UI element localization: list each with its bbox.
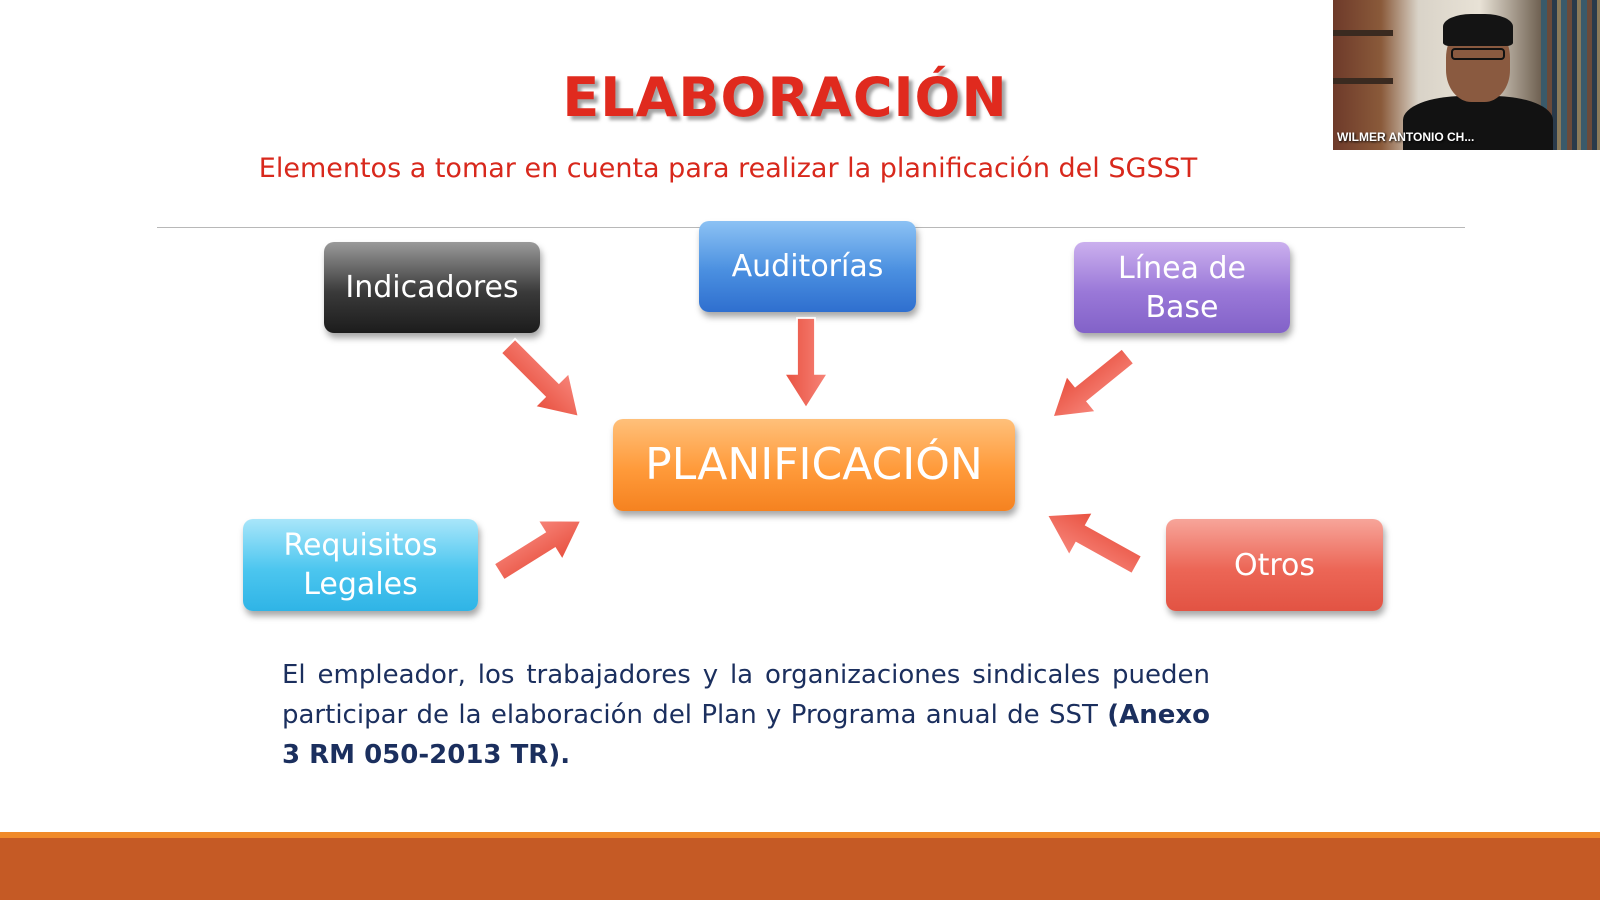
- node-planificacion: PLANIFICACIÓN: [613, 419, 1015, 511]
- node-requisitos-line1: Requisitos: [283, 528, 438, 563]
- body-text: El empleador, los trabajadores y la orga…: [282, 660, 1210, 730]
- bottom-accent-bar: [0, 832, 1600, 900]
- slide-title: ELABORACIÓN: [562, 66, 1008, 129]
- webcam-thumbnail[interactable]: WILMER ANTONIO CH...: [1333, 0, 1600, 150]
- body-paragraph: El empleador, los trabajadores y la orga…: [282, 655, 1210, 775]
- webcam-glasses: [1451, 48, 1505, 60]
- node-linea-base-line1: Línea de: [1118, 250, 1246, 286]
- body-reference: (Anexo 3 RM 050-2013 TR).: [282, 700, 1211, 770]
- node-requisitos-legales: Requisitos Legales: [243, 519, 478, 611]
- arrow-otros: [1033, 492, 1151, 588]
- arrow-requisitos: [485, 499, 595, 593]
- participant-name-label: WILMER ANTONIO CH...: [1337, 130, 1475, 144]
- webcam-person-body: [1403, 96, 1553, 150]
- node-planificacion-label: PLANIFICACIÓN: [645, 439, 983, 491]
- webcam-shelf: [1333, 78, 1393, 84]
- arrow-indicadores: [490, 328, 597, 435]
- node-indicadores-label: Indicadores: [345, 270, 519, 305]
- node-indicadores: Indicadores: [324, 242, 540, 333]
- node-otros: Otros: [1166, 519, 1383, 611]
- node-linea-base: Línea de Base: [1074, 242, 1290, 333]
- node-otros-label: Otros: [1233, 547, 1316, 583]
- node-auditorias: Auditorías: [699, 221, 916, 312]
- node-linea-base-line2: Base: [1145, 289, 1219, 325]
- node-auditorias-label: Auditorías: [731, 249, 884, 284]
- webcam-person-hair: [1443, 14, 1513, 46]
- arrow-auditorias: [783, 317, 829, 409]
- slide-subtitle: Elementos a tomar en cuenta para realiza…: [258, 153, 1198, 184]
- webcam-shelf: [1333, 30, 1393, 36]
- arrow-linea-base: [1036, 336, 1144, 437]
- node-requisitos-line2: Legales: [303, 567, 418, 602]
